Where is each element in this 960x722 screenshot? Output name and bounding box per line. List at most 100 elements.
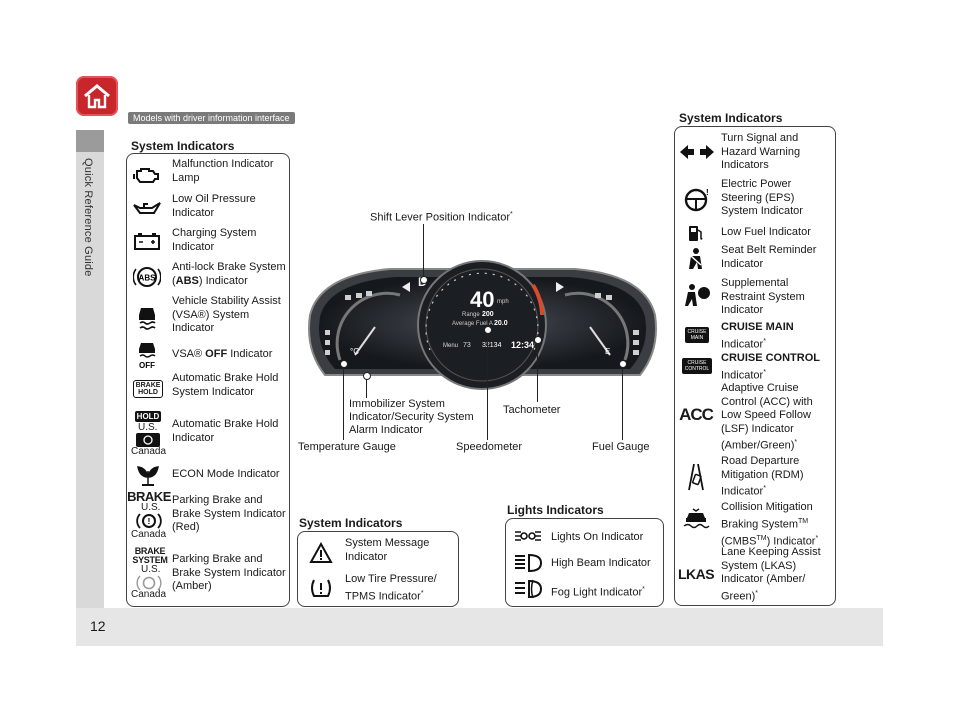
hold-icon-text: HOLD [134,411,162,422]
callout-shift-text: Shift Lever Position Indicator [370,211,511,224]
fog-label: Fog Light Indicator [551,586,643,599]
right-item-8: Road Departure Mitigation (RDM) Indicato… [721,455,831,499]
lights-item-0: Lights On Indicator [551,531,644,543]
left-item-10: Parking Brake and Brake System Indicator… [172,553,286,592]
srs-icon [682,281,712,309]
cmbs-label-a: Collision Mitigation Braking System [721,501,813,531]
cruise-main-icon: CRUISE MAIN [683,326,711,343]
avg-fuel-value: 20.0 [494,320,508,327]
menu-label: Menu [443,343,459,349]
left-panel-heading: System Indicators [131,139,235,153]
engine-icon [132,163,162,187]
tpms-label: Low Tire Pressure/ TPMS Indicator [345,573,437,603]
brake-system-text-b: SYSTEM [132,555,168,565]
vsa-icon [134,305,160,331]
cruise-main-star: * [763,337,766,345]
left-item-0: Malfunction Indicator Lamp [172,158,274,184]
acc-label: Adaptive Cruise Control (ACC) with Low S… [721,382,813,452]
lkas-icon: LKAS [677,563,715,585]
lights-heading: Lights Indicators [507,503,604,517]
seat-belt-icon [684,246,708,272]
temp-c-label: °C [350,347,359,356]
callout-dot-temperature [340,360,348,368]
us-label-brake-amber: U.S. [141,564,161,575]
cmbs-tm-2: TM [756,534,767,542]
cruise-main-label: CRUISE MAIN [721,321,794,333]
cruise-control-label-c: Indicator [721,369,764,382]
system-msg-item-0: System Message Indicator [345,537,430,563]
fuel-e-label: E [605,347,611,356]
system-msg-panel [297,531,459,607]
brake-text: BRAKE [127,488,171,504]
right-item-1: Electric Power Steering (EPS) System Ind… [721,178,803,217]
lights-item-2: Fog Light Indicator* [551,583,645,600]
cruise-control-icon: CRUISE CONTROL [681,357,713,375]
hold-icon: HOLD [134,409,162,424]
callout-dot-shift [420,276,428,284]
left-item-7: Automatic Brake Hold Indicator [172,418,279,444]
cmbs-label-c: ) Indicator [766,535,816,548]
eps-icon: ! [680,186,712,214]
right-item-4: Supplemental Restraint System Indicator [721,277,805,316]
cmbs-icon [680,506,712,530]
lkas-icon-text: LKAS [677,566,715,582]
vsa-off-icon: OFF [134,342,160,370]
callout-dot-immobilizer [363,372,371,380]
svg-text:!: ! [148,517,151,526]
cmbs-star: * [815,534,819,542]
callout-line-tachometer [537,340,538,402]
acc-star: * [794,439,798,446]
canada-label-hold: Canada [131,446,167,457]
canada-label-brake-amber: Canada [131,589,167,600]
econ-icon [134,462,162,488]
tpms-star: * [420,589,424,597]
brake-amber-canada-icon [136,575,162,591]
system-msg-item-1: Low Tire Pressure/ TPMS Indicator* [345,573,455,604]
page-number: 12 [90,618,106,634]
turn-signal-icon [678,142,716,162]
right-item-2: Low Fuel Indicator [721,226,811,238]
home-icon [84,84,110,109]
lights-item-1: High Beam Indicator [551,557,651,569]
callout-immobilizer: Immobilizer System Indicator/Security Sy… [349,398,474,436]
left-item-3: Anti-lock Brake System (ABS) Indicator [172,261,290,288]
acc-icon-text: ACC [679,405,714,424]
home-button[interactable] [76,76,118,116]
abs-label-a: Anti-lock Brake System ( [172,261,286,287]
right-item-3: Seat Belt Reminder Indicator [721,244,817,270]
system-message-icon [307,541,335,565]
sidebar [76,130,104,608]
battery-icon [132,229,162,253]
high-beam-icon [512,552,544,574]
cmbs-tm: TM [798,517,809,525]
cruise-control-label: CRUISE CONTROL [721,352,820,364]
brake-amber-icon: BRAKE SYSTEM [131,546,169,566]
us-label-hold: U.S. [138,422,158,433]
cruise-control-icon-text-a: CRUISE [687,360,707,366]
cruise-control-star: * [763,368,766,376]
callout-dot-speedometer [484,326,492,334]
svg-text:!: ! [706,188,709,197]
callout-tachometer: Tachometer [503,404,561,416]
clock: 12:34 [511,340,535,350]
callout-shift: Shift Lever Position Indicator* [370,208,513,225]
fog-star: * [642,586,645,593]
speed-unit: mph [497,299,509,305]
callout-dot-tachometer [534,336,542,344]
rdm-star: * [763,485,766,492]
outside-temp: 73 [463,342,471,349]
brake-hold-icon: BRAKE HOLD [132,378,164,400]
us-label-brake: U.S. [141,502,161,513]
callout-line-shift [423,224,424,280]
cruise-main-icon-text-b: MAIN [690,334,704,341]
left-item-9: Parking Brake and Brake System Indicator… [172,494,286,533]
abs-label-b: ABS [175,274,199,287]
callout-fuel: Fuel Gauge [592,441,650,453]
model-tag: Models with driver information interface [128,112,295,124]
cmbs-label-b: (CMBS [721,535,757,548]
abs-label-c: ) Indicator [198,274,248,287]
acc-icon: ACC [678,404,714,426]
brake-red-canada-icon: ! [136,512,162,530]
footer-band [76,608,883,646]
